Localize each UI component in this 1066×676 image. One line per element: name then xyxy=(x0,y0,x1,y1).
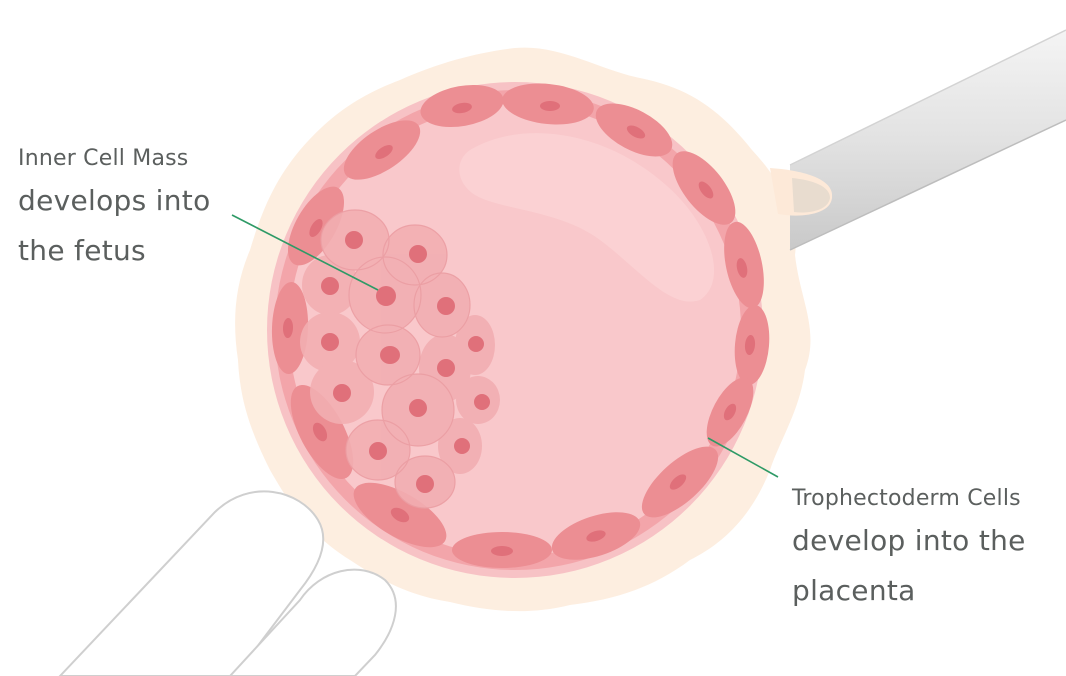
glove-fingers-outline xyxy=(58,490,397,676)
trophectoderm-label: Trophectoderm Cells develop into the pla… xyxy=(792,482,1026,616)
trophectoderm-nuclei xyxy=(282,101,756,556)
trophectoderm-desc-line-2: placenta xyxy=(792,574,916,607)
trophectoderm-leader-line xyxy=(707,437,779,478)
inner-cell-mass-leader-line xyxy=(231,214,379,291)
inner-cell-mass-desc-line-1: develops into xyxy=(18,184,211,217)
inner-cell-mass-desc-line-2: the fetus xyxy=(18,234,146,267)
inner-cell-mass xyxy=(300,209,500,509)
inner-cell-mass-nuclei xyxy=(321,231,490,493)
inner-cell-mass-title: Inner Cell Mass xyxy=(18,146,189,171)
trophectoderm-desc-line-1: develop into the xyxy=(792,524,1026,557)
holding-pipette xyxy=(770,29,1066,251)
cavity-highlight xyxy=(459,133,715,302)
trophectoderm-title: Trophectoderm Cells xyxy=(792,486,1021,511)
inner-cell-mass-label: Inner Cell Mass develops into the fetus xyxy=(18,142,211,276)
